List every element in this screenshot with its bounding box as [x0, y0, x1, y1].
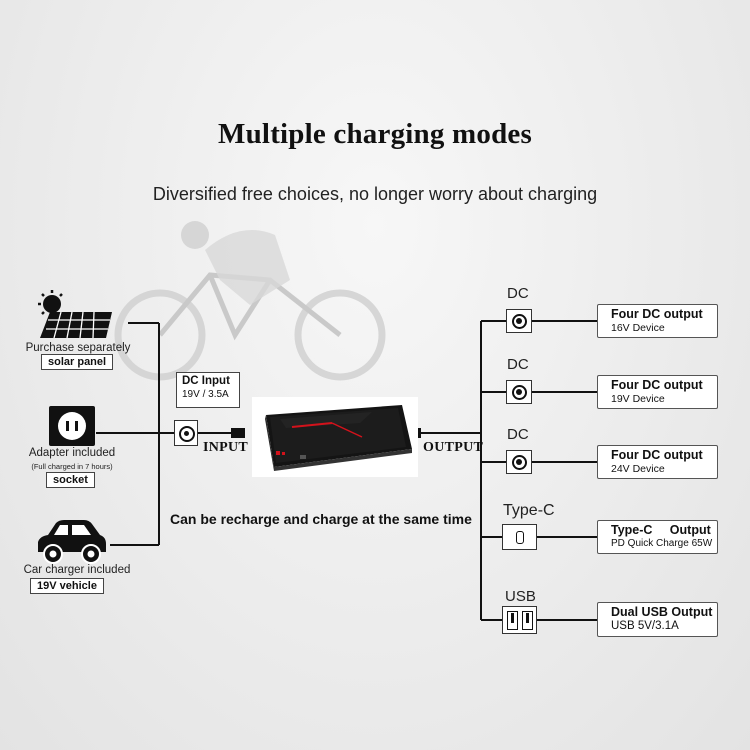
- output-title: Four DC output: [611, 448, 703, 462]
- car-caption: Car charger included: [23, 564, 131, 576]
- power-bank-product-image: [252, 397, 418, 477]
- usb-c-port-icon: [502, 524, 537, 550]
- output-box: Four DC output 24V Device: [597, 445, 718, 479]
- output-port-label: DC: [507, 285, 529, 302]
- output-port-label: Type-C: [503, 502, 555, 519]
- car-icon: [38, 520, 106, 564]
- dc-input-title: DC Input: [182, 375, 230, 387]
- output-box: Four DC output 16V Device: [597, 304, 718, 338]
- dc-port-icon: [506, 309, 532, 333]
- solar-panel-tag: solar panel: [41, 354, 114, 370]
- input-label: INPUT: [203, 440, 249, 455]
- output-detail: 19V Device: [611, 393, 665, 405]
- socket-note: (Full charged in 7 hours): [31, 462, 113, 471]
- output-detail: PD Quick Charge 65W: [611, 538, 713, 549]
- output-box: Dual USB Output USB 5V/3.1A: [597, 602, 718, 637]
- dc-input-port-icon: [174, 420, 198, 446]
- usb-a-port-icon: [502, 606, 537, 634]
- vehicle-tag: 19V vehicle: [30, 578, 104, 594]
- solar-panel-icon: [38, 290, 112, 339]
- output-title: Type-C Output: [611, 523, 711, 537]
- output-detail: 24V Device: [611, 463, 665, 475]
- dc-port-icon: [506, 450, 532, 474]
- output-label: OUTPUT: [423, 440, 484, 455]
- dc-input-spec: 19V / 3.5A: [182, 389, 229, 400]
- output-box: Four DC output 19V Device: [597, 375, 718, 409]
- recharge-note: Can be recharge and charge at the same t…: [170, 511, 472, 527]
- dc-port-icon: [506, 380, 532, 404]
- output-title: Four DC output: [611, 378, 703, 392]
- socket-tag: socket: [46, 472, 95, 488]
- output-detail: USB 5V/3.1A: [611, 620, 679, 632]
- output-box: Type-C Output PD Quick Charge 65W: [597, 520, 718, 554]
- output-title: Dual USB Output: [611, 605, 713, 619]
- output-port-label: USB: [505, 588, 536, 605]
- wall-socket-icon: [49, 406, 95, 446]
- output-title: Four DC output: [611, 307, 703, 321]
- page-title: Multiple charging modes: [218, 118, 532, 150]
- output-detail: 16V Device: [611, 322, 665, 334]
- output-port-label: DC: [507, 356, 529, 373]
- socket-caption: Adapter included: [28, 447, 116, 459]
- solar-caption: Purchase separately: [25, 342, 131, 354]
- page-subtitle: Diversified free choices, no longer worr…: [152, 184, 598, 204]
- dc-input-box: DC Input 19V / 3.5A: [176, 372, 240, 408]
- output-port-label: DC: [507, 426, 529, 443]
